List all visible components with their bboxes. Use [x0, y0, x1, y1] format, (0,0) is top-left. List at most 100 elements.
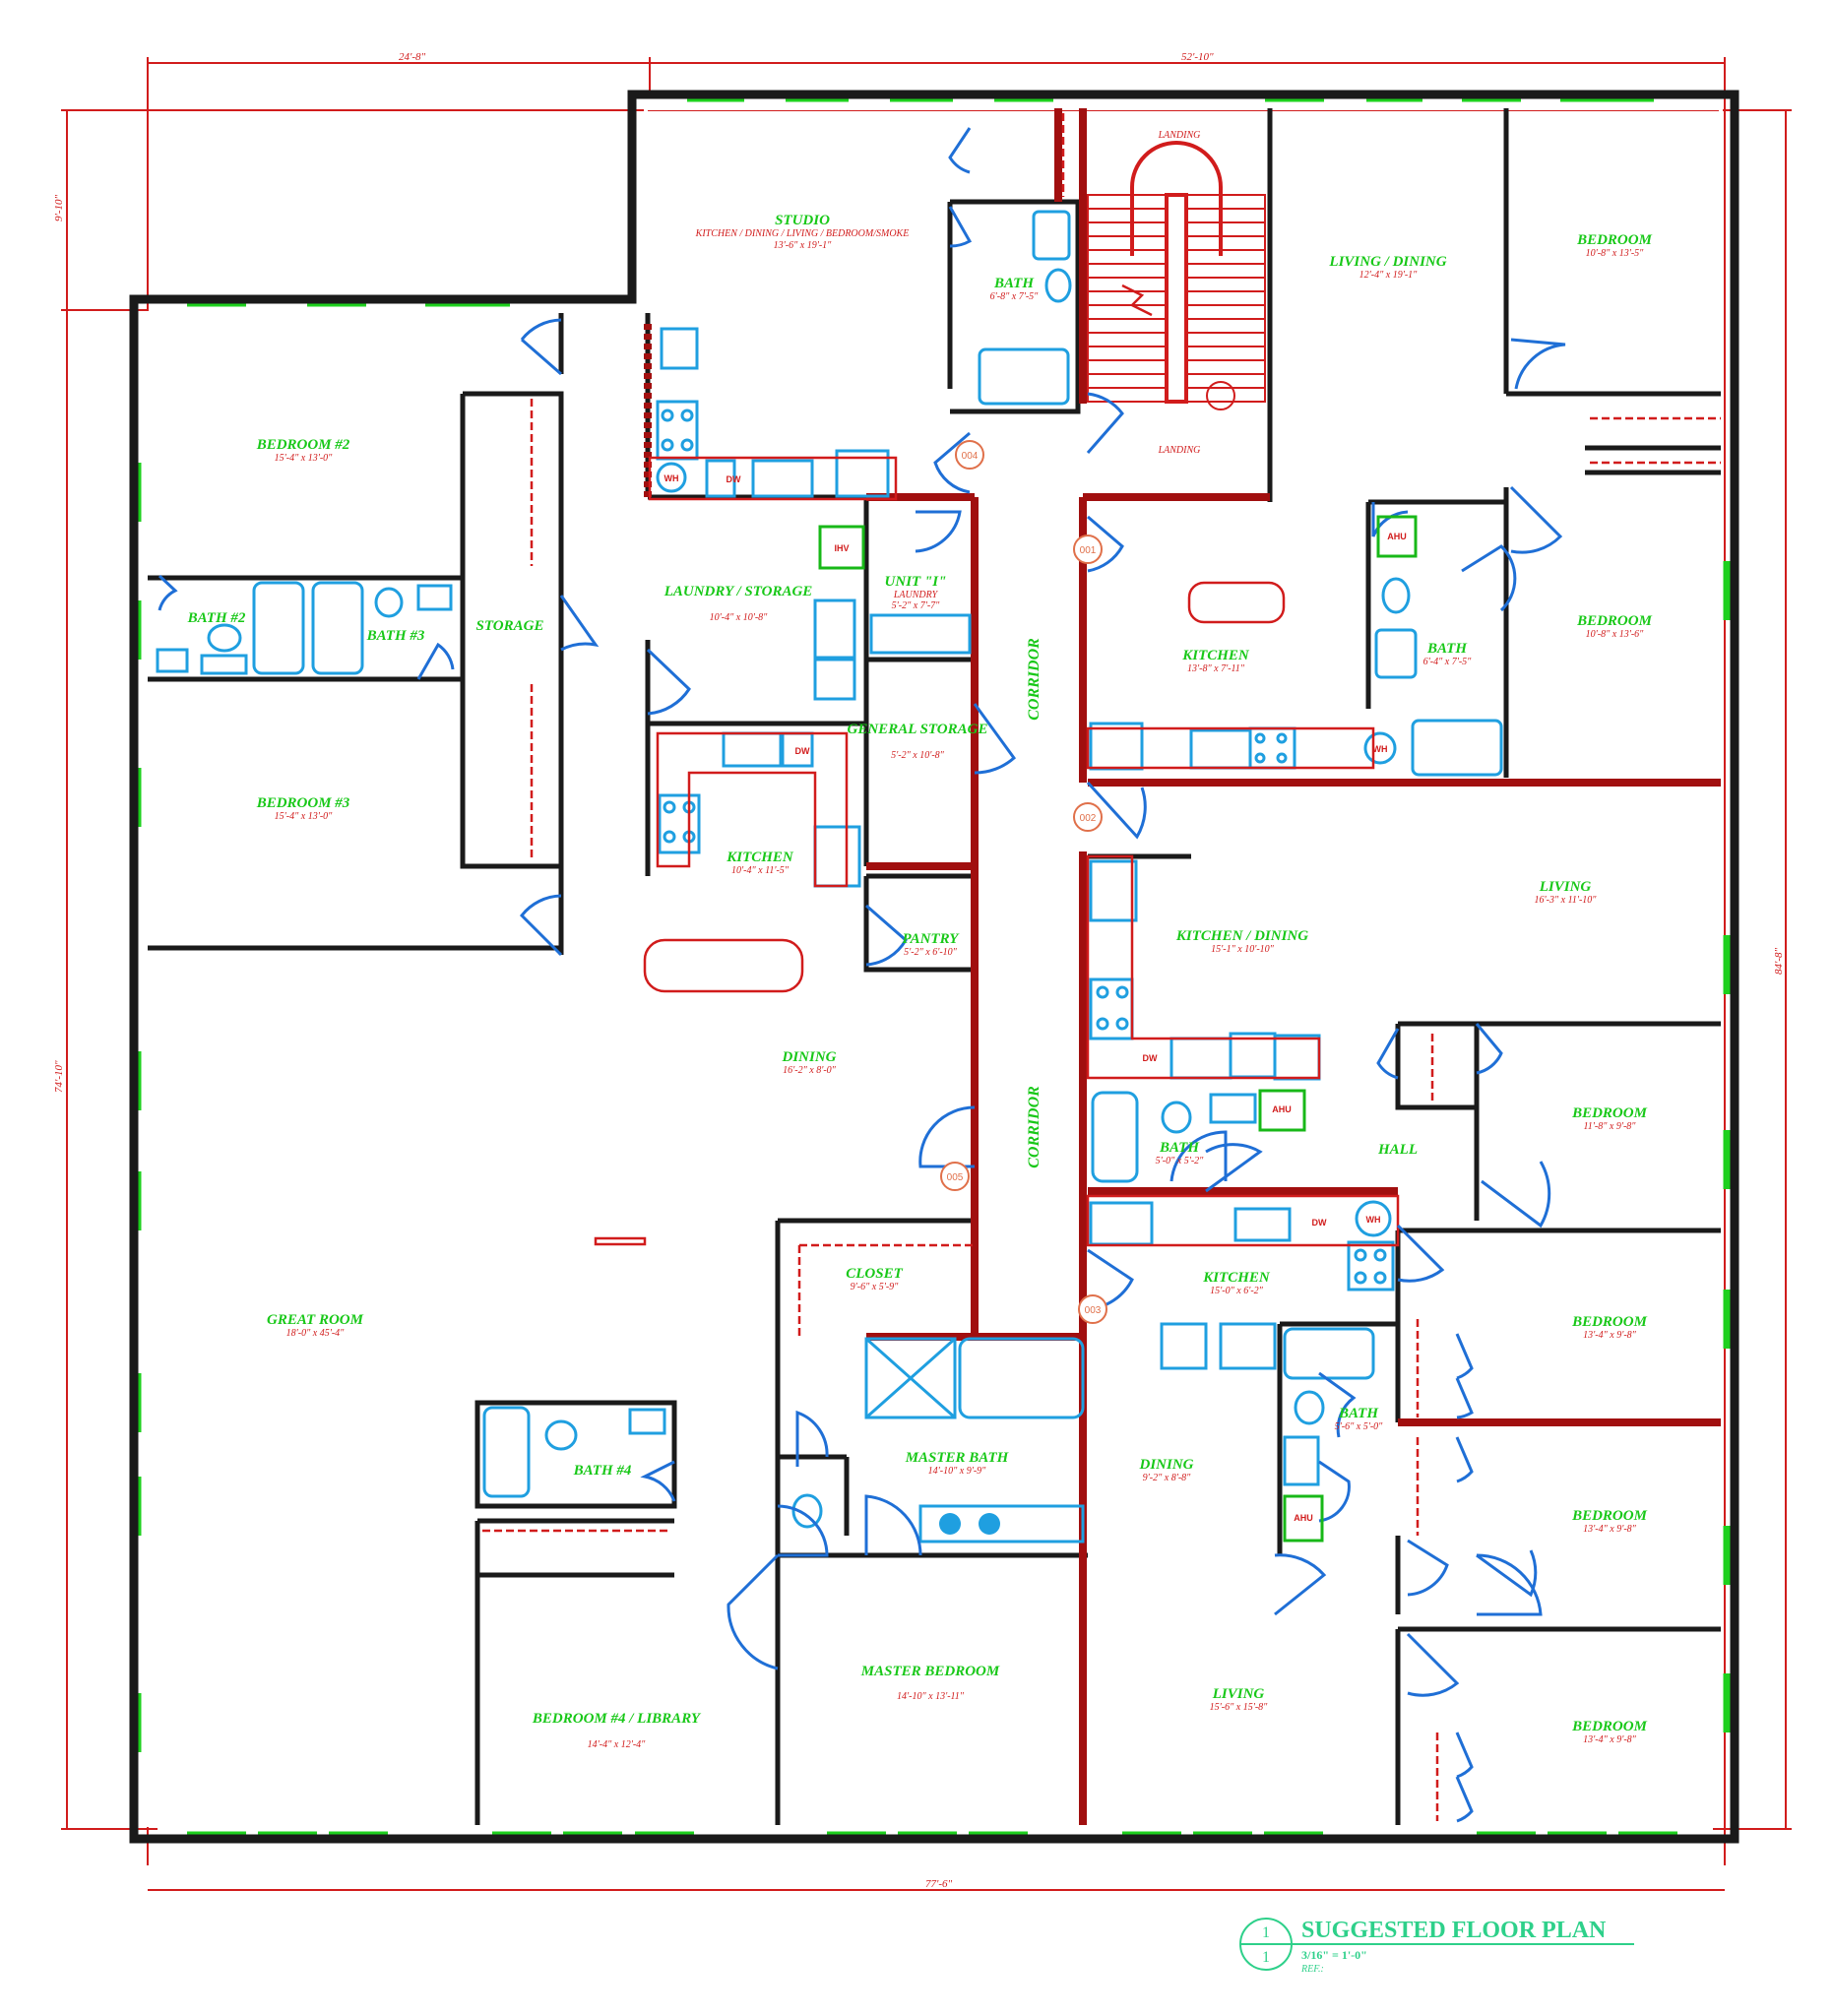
room-dining-se: DINING 9'-2" x 8'-8"	[1138, 1457, 1193, 1483]
svg-text:16'-2" x 8'-0": 16'-2" x 8'-0"	[783, 1065, 837, 1076]
svg-text:KITCHEN: KITCHEN	[1202, 1270, 1271, 1286]
title-number: 1	[1262, 1924, 1270, 1941]
room-hall: HALL	[1377, 1142, 1418, 1158]
svg-text:PANTRY: PANTRY	[903, 931, 961, 947]
stair	[1087, 141, 1266, 410]
room-bath-se: BATH 5'-6" x 5'-0"	[1335, 1406, 1384, 1432]
room-living-se: LIVING 15'-6" x 15'-8"	[1210, 1686, 1269, 1713]
corridor-label-upper: CORRIDOR	[1026, 638, 1043, 721]
fixtures	[156, 113, 1721, 1821]
svg-text:DINING: DINING	[781, 1049, 836, 1065]
wh-se-label: WH	[1366, 1215, 1381, 1225]
room-labels: STUDIO KITCHEN / DINING / LIVING / BEDRO…	[187, 130, 1653, 1750]
room-bedroom-3: BEDROOM #3 15'-4" x 13'-0"	[256, 795, 350, 822]
svg-text:GREAT ROOM: GREAT ROOM	[267, 1312, 364, 1328]
svg-text:LAUNDRY: LAUNDRY	[893, 590, 939, 600]
svg-text:BEDROOM: BEDROOM	[1571, 1508, 1648, 1524]
svg-text:10'-4" x 10'-8": 10'-4" x 10'-8"	[710, 612, 769, 623]
title-block: 1 1 SUGGESTED FLOOR PLAN 3/16" = 1'-0" R…	[1239, 1918, 1634, 1975]
ahu-ne	[1376, 515, 1418, 558]
room-unit-i: UNIT "I" LAUNDRY 5'-2" x 7'-7"	[885, 574, 947, 611]
svg-text:5'-2" x 7'-7": 5'-2" x 7'-7"	[892, 600, 941, 611]
svg-text:13'-4" x 9'-8": 13'-4" x 9'-8"	[1583, 1734, 1637, 1745]
svg-text:LIVING / DINING: LIVING / DINING	[1328, 254, 1446, 270]
svg-text:13'-4" x 9'-8": 13'-4" x 9'-8"	[1583, 1330, 1637, 1341]
room-bath-studio: BATH 6'-8" x 7'-5"	[990, 276, 1040, 302]
svg-text:14'-10" x 9'-9": 14'-10" x 9'-9"	[928, 1466, 987, 1477]
svg-text:BEDROOM: BEDROOM	[1571, 1105, 1648, 1121]
room-bedroom-ne-2: BEDROOM 10'-8" x 13'-6"	[1576, 613, 1653, 640]
room-kitchen-ne: KITCHEN 13'-8" x 7'-11"	[1181, 648, 1250, 674]
unit-tag-005: 005	[947, 1172, 964, 1183]
svg-text:6'-4" x 7'-5": 6'-4" x 7'-5"	[1423, 657, 1473, 667]
dim-top-left: 24'-8"	[399, 51, 426, 63]
svg-text:KITCHEN / DINING: KITCHEN / DINING	[1175, 928, 1308, 944]
svg-text:STUDIO: STUDIO	[775, 213, 830, 228]
svg-text:MASTER BEDROOM: MASTER BEDROOM	[860, 1664, 1000, 1679]
room-landing-bottom: LANDING	[1158, 445, 1201, 456]
room-bedroom-2: BEDROOM #2 15'-4" x 13'-0"	[256, 437, 350, 464]
ihv-unit	[818, 525, 865, 570]
room-master-bedroom: MASTER BEDROOM 14'-10" x 13'-11"	[860, 1664, 1000, 1702]
svg-text:14'-10" x 13'-11": 14'-10" x 13'-11"	[897, 1691, 965, 1702]
corridor-label-lower: CORRIDOR	[1026, 1086, 1043, 1168]
svg-text:10'-4" x 11'-5": 10'-4" x 11'-5"	[731, 865, 790, 876]
svg-text:KITCHEN: KITCHEN	[1181, 648, 1250, 663]
room-closet: CLOSET 9'-6" x 5'-9"	[846, 1266, 903, 1292]
svg-text:DINING: DINING	[1138, 1457, 1193, 1473]
room-master-bath: MASTER BATH 14'-10" x 9'-9"	[905, 1450, 1010, 1477]
room-bedroom-4: BEDROOM #4 / LIBRARY 14'-4" x 12'-4"	[532, 1711, 702, 1750]
svg-text:BEDROOM: BEDROOM	[1571, 1719, 1648, 1734]
svg-text:KITCHEN / DINING / LIVING / BE: KITCHEN / DINING / LIVING / BEDROOM/SMOK…	[695, 228, 910, 239]
dim-left-overall: 74'-10"	[53, 1060, 65, 1093]
svg-text:BEDROOM #4 / LIBRARY: BEDROOM #4 / LIBRARY	[532, 1711, 702, 1727]
svg-text:15'-0" x 6'-2": 15'-0" x 6'-2"	[1210, 1286, 1264, 1296]
ahu-se	[1283, 1494, 1324, 1543]
interior-walls	[148, 108, 1721, 1825]
room-kitchen-dining-e: KITCHEN / DINING 15'-1" x 10'-10"	[1175, 928, 1308, 955]
ahu-e	[1258, 1089, 1306, 1132]
svg-text:LAUNDRY / STORAGE: LAUNDRY / STORAGE	[664, 584, 813, 599]
room-storage: STORAGE	[476, 618, 544, 634]
svg-text:15'-4" x 13'-0": 15'-4" x 13'-0"	[275, 811, 334, 822]
svg-text:13'-4" x 9'-8": 13'-4" x 9'-8"	[1583, 1524, 1637, 1535]
svg-text:BEDROOM #3: BEDROOM #3	[256, 795, 350, 811]
wh-studio-label: WH	[664, 473, 679, 483]
svg-text:LIVING: LIVING	[1212, 1686, 1265, 1702]
windows	[130, 91, 1735, 1843]
unit-tag-002: 002	[1080, 813, 1097, 824]
room-living-dining-ne: LIVING / DINING 12'-4" x 19'-1"	[1328, 254, 1446, 281]
room-bedroom-e-2: BEDROOM 13'-4" x 9'-8"	[1571, 1314, 1648, 1341]
svg-text:10'-8" x 13'-6": 10'-8" x 13'-6"	[1586, 629, 1645, 640]
room-general-storage: GENERAL STORAGE 5'-2" x 10'-8"	[848, 722, 988, 761]
title-sheet: 1	[1262, 1949, 1270, 1966]
svg-text:15'-6" x 15'-8": 15'-6" x 15'-8"	[1210, 1702, 1269, 1713]
svg-text:5'-6" x 5'-0": 5'-6" x 5'-0"	[1335, 1421, 1384, 1432]
svg-text:9'-2" x 8'-8": 9'-2" x 8'-8"	[1143, 1473, 1192, 1483]
unit-tag-003: 003	[1085, 1305, 1102, 1316]
room-bath-e: BATH 5'-0" x 5'-2"	[1156, 1140, 1205, 1166]
svg-text:5'-2" x 10'-8": 5'-2" x 10'-8"	[891, 750, 945, 761]
equipment: AHU AHU AHU IHV DW DW DW DW WH WH WH	[664, 473, 1418, 1543]
room-laundry: LAUNDRY / STORAGE 10'-4" x 10'-8"	[664, 584, 813, 623]
ahu-ne-label: AHU	[1387, 532, 1407, 541]
svg-text:BATH: BATH	[993, 276, 1035, 291]
svg-text:5'-0" x 5'-2": 5'-0" x 5'-2"	[1156, 1156, 1205, 1166]
unit-tag-001: 001	[1080, 545, 1097, 556]
svg-text:BEDROOM: BEDROOM	[1576, 613, 1653, 629]
svg-text:BATH: BATH	[1159, 1140, 1200, 1156]
svg-text:BEDROOM: BEDROOM	[1571, 1314, 1648, 1330]
room-bath-ne: BATH 6'-4" x 7'-5"	[1423, 641, 1473, 667]
svg-text:6'-8" x 7'-5": 6'-8" x 7'-5"	[990, 291, 1040, 302]
svg-text:13'-6" x 19'-1": 13'-6" x 19'-1"	[774, 240, 833, 251]
svg-text:BEDROOM #2: BEDROOM #2	[256, 437, 350, 453]
svg-text:13'-8" x 7'-11": 13'-8" x 7'-11"	[1187, 663, 1245, 674]
room-pantry: PANTRY 5'-2" x 6'-10"	[903, 931, 961, 958]
svg-text:18'-0" x 45'-4": 18'-0" x 45'-4"	[286, 1328, 346, 1339]
room-landing-top: LANDING	[1158, 130, 1201, 141]
svg-text:BATH: BATH	[1338, 1406, 1379, 1421]
title-scale: 3/16" = 1'-0"	[1301, 1948, 1367, 1962]
exterior-walls	[129, 90, 1739, 1844]
room-bedroom-e-3: BEDROOM 13'-4" x 9'-8"	[1571, 1508, 1648, 1535]
svg-text:UNIT "I": UNIT "I"	[885, 574, 947, 590]
